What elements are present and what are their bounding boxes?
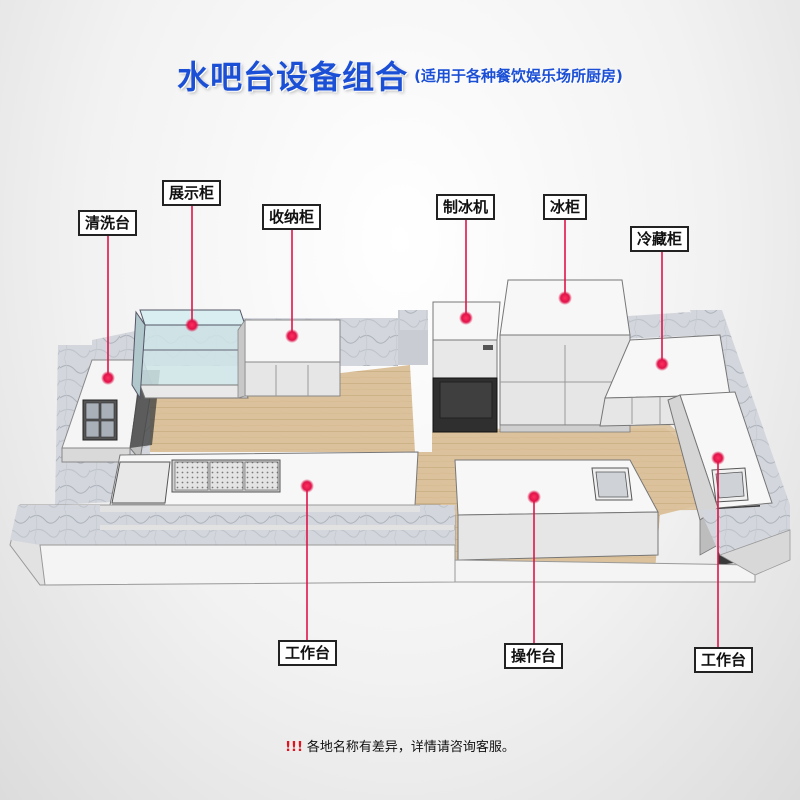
label-workbench-right: 工作台 — [694, 647, 754, 673]
label-freezer: 冰柜 — [543, 194, 588, 220]
label-operating-table: 操作台 — [504, 643, 564, 669]
title-row: 水吧台设备组合 (适用于各种餐饮娱乐场所厨房) — [0, 52, 800, 98]
display-cabinet-unit — [131, 309, 249, 400]
label-sink: 清洗台 — [78, 210, 138, 236]
label-display-cabinet: 展示柜 — [162, 180, 222, 206]
marker-refrigerated-cabinet — [655, 357, 669, 371]
marker-workbench-right — [711, 451, 725, 465]
marker-operating-table — [527, 490, 541, 504]
front-wall-left — [9, 504, 456, 586]
label-refrigerated-cabinet: 冷藏柜 — [630, 226, 690, 252]
leader-lines — [107, 204, 719, 647]
front-workbench-unit — [109, 451, 419, 508]
label-storage-cabinet: 收纳柜 — [262, 204, 322, 230]
page-title: 水吧台设备组合 — [177, 58, 409, 96]
marker-ice-maker — [459, 311, 473, 325]
page-subtitle: (适用于各种餐饮娱乐场所厨房) — [414, 66, 623, 85]
ice-maker-unit — [432, 301, 501, 433]
operating-table-unit — [454, 459, 659, 561]
freezer-unit — [499, 279, 631, 433]
sink-unit — [61, 359, 160, 463]
marker-display-cabinet — [185, 318, 199, 332]
label-workbench-left: 工作台 — [278, 640, 338, 666]
marker-workbench-left — [300, 479, 314, 493]
warning-mark: !!! — [285, 740, 303, 755]
marker-dots — [101, 291, 725, 504]
marker-sink — [101, 371, 115, 385]
disclaimer-text: 各地名称有差异，详情请咨询客服。 — [306, 740, 515, 755]
marker-storage-cabinet — [285, 329, 299, 343]
label-ice-maker: 制冰机 — [436, 194, 496, 220]
marker-freezer — [558, 291, 572, 305]
front-wall-right — [454, 505, 791, 583]
disclaimer-note: !!!各地名称有差异，详情请咨询客服。 — [0, 736, 800, 755]
